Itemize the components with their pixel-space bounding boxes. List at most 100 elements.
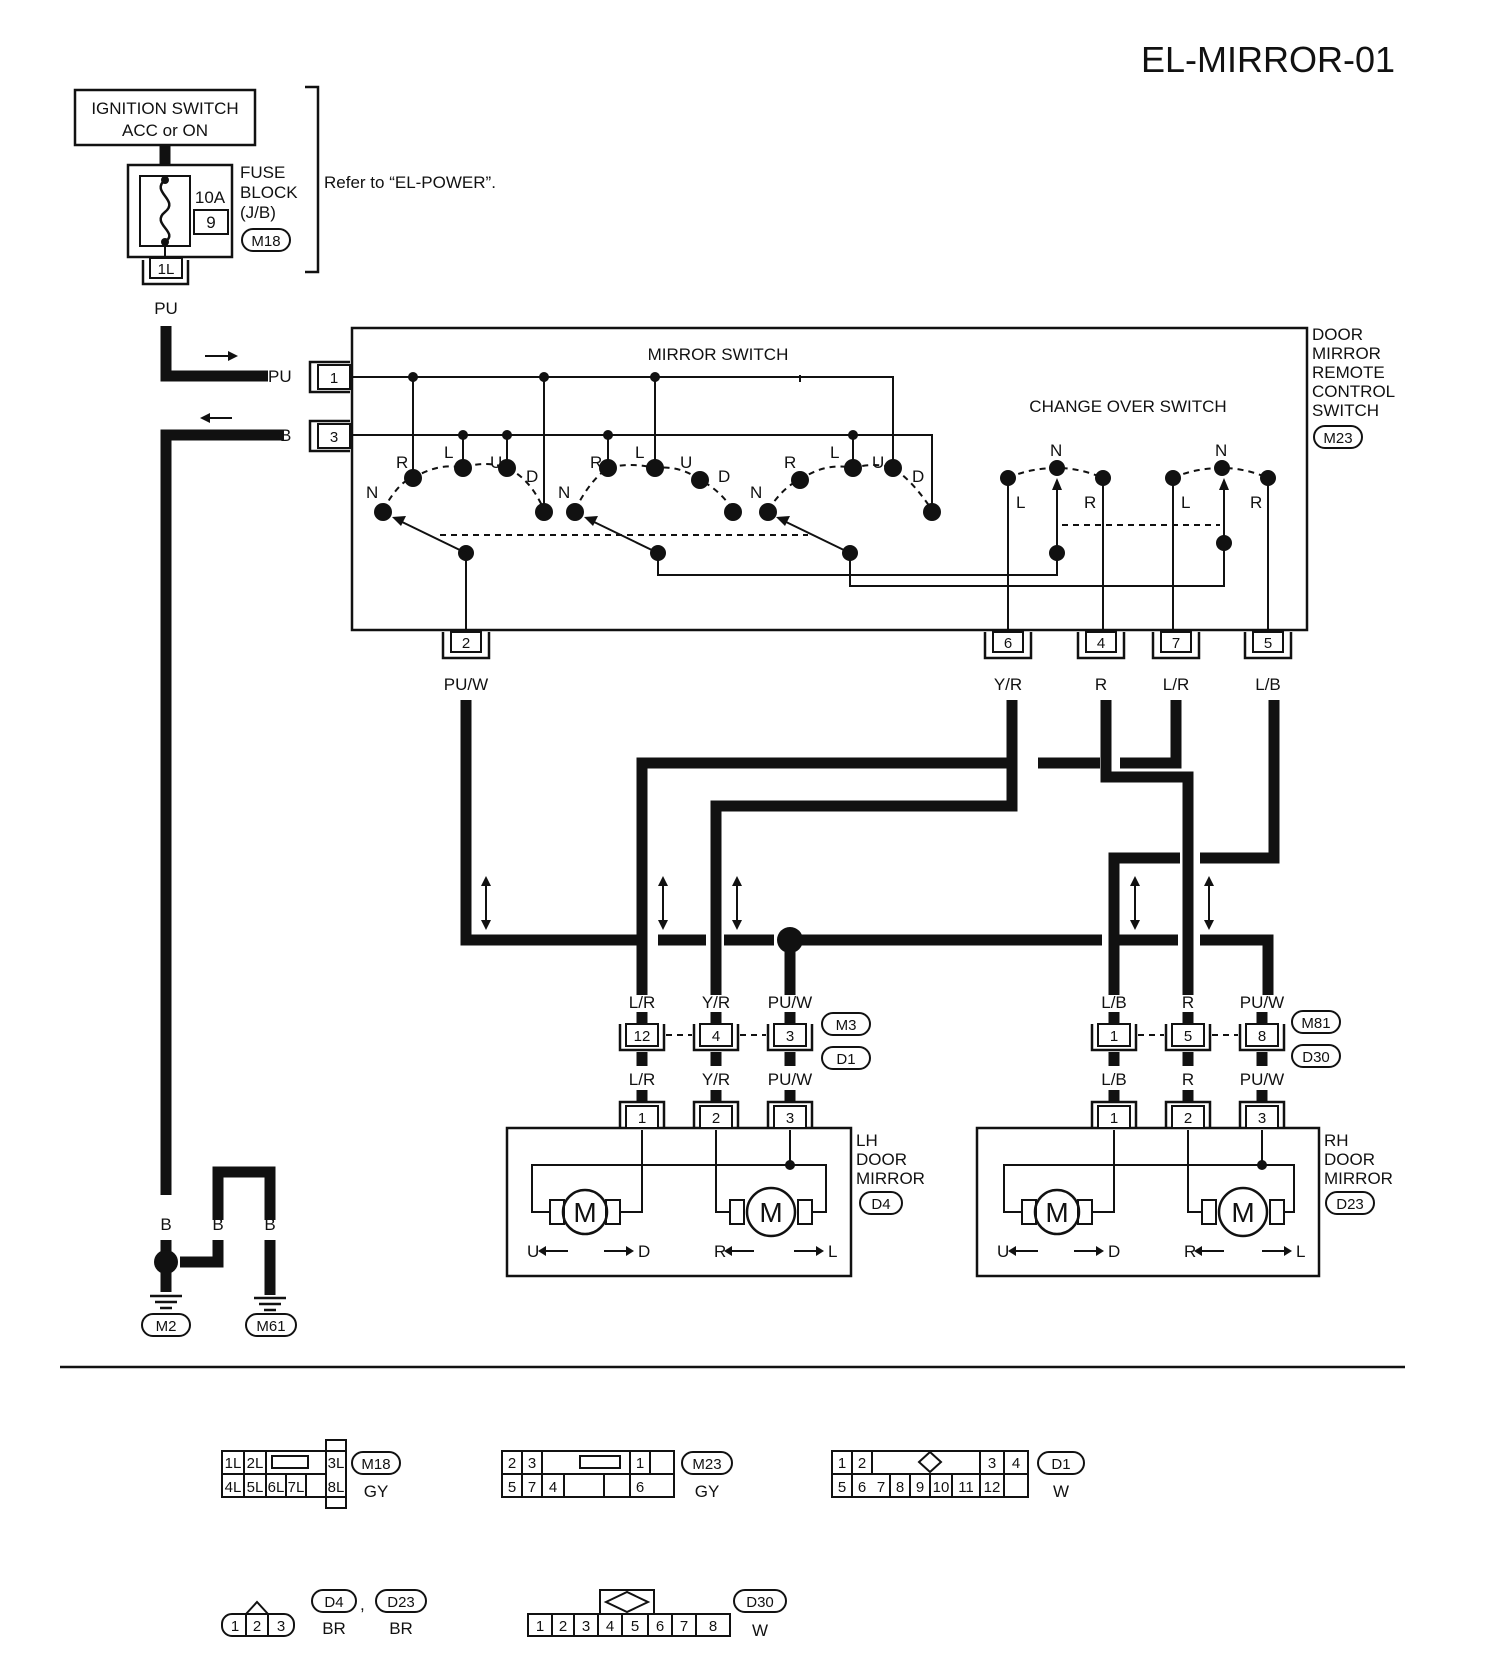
- svg-text:U: U: [680, 453, 692, 472]
- pu-feed-wire: [160, 326, 268, 382]
- svg-text:5L: 5L: [247, 1479, 264, 1496]
- svg-text:4: 4: [606, 1618, 614, 1635]
- svg-text:BR: BR: [322, 1619, 346, 1638]
- svg-text:6L: 6L: [268, 1479, 285, 1496]
- mirror-switch-label: MIRROR SWITCH: [648, 345, 789, 364]
- ground-m61-label: M61: [256, 1318, 285, 1335]
- svg-text:5: 5: [1264, 635, 1272, 652]
- svg-text:L/B: L/B: [1101, 1070, 1127, 1089]
- svg-text:1: 1: [231, 1618, 239, 1635]
- lh-connector-id: D4: [871, 1196, 890, 1213]
- svg-text:M3: M3: [836, 1017, 857, 1034]
- svg-text:5: 5: [508, 1479, 516, 1496]
- svg-text:D: D: [1108, 1242, 1120, 1261]
- ground-symbol-m2: [150, 1294, 182, 1310]
- svg-text:2: 2: [559, 1618, 567, 1635]
- connector-view-d1: 1 2 3 4 5 6 7 8 9 10 11 12 D1 W: [831, 1450, 1085, 1501]
- svg-text:BR: BR: [389, 1619, 413, 1638]
- svg-text:12: 12: [984, 1479, 1001, 1496]
- fuse-number: 9: [206, 213, 215, 232]
- svg-text:3: 3: [786, 1110, 794, 1127]
- pin3-wire-label: B: [280, 426, 291, 445]
- svg-text:3: 3: [786, 1028, 794, 1045]
- svg-text:U: U: [527, 1242, 539, 1261]
- change-over-switch-label: CHANGE OVER SWITCH: [1029, 397, 1226, 416]
- svg-text:R: R: [396, 453, 408, 472]
- ground-symbol-m61: [254, 1296, 286, 1312]
- svg-text:2: 2: [508, 1455, 516, 1472]
- rh-door-mirror: 1 2 3 M M U D R L: [975, 1100, 1321, 1278]
- svg-text:L: L: [635, 443, 644, 462]
- svg-text:B: B: [264, 1215, 275, 1234]
- bus-pin3: [352, 434, 933, 510]
- svg-text:R: R: [784, 453, 796, 472]
- svg-text:4: 4: [1097, 635, 1105, 652]
- svg-text:PU/W: PU/W: [768, 993, 812, 1012]
- svg-text:6: 6: [1004, 635, 1012, 652]
- svg-text:2: 2: [253, 1618, 261, 1635]
- svg-text:N: N: [366, 483, 378, 502]
- svg-text:M: M: [573, 1197, 596, 1228]
- svg-text:1L: 1L: [225, 1455, 242, 1472]
- svg-text:M: M: [1231, 1197, 1254, 1228]
- ignition-switch: IGNITION SWITCH ACC or ON: [73, 88, 257, 147]
- svg-text:4: 4: [549, 1479, 557, 1496]
- svg-text:Y/R: Y/R: [702, 993, 730, 1012]
- svg-text:7: 7: [877, 1479, 885, 1496]
- svg-text:R: R: [1182, 1070, 1194, 1089]
- svg-text:N: N: [1050, 441, 1062, 460]
- svg-text:PU/W: PU/W: [768, 1070, 812, 1089]
- connector-view-m23: 2 3 1 5 7 4 6 M23 GY: [501, 1450, 733, 1501]
- svg-text:L/R: L/R: [629, 993, 655, 1012]
- svg-text:1: 1: [638, 1110, 646, 1127]
- fuse-pin-label: 1L: [158, 261, 175, 278]
- svg-text:D1: D1: [1051, 1456, 1070, 1473]
- svg-text:8L: 8L: [328, 1479, 345, 1496]
- connector-view-d4-d23: 1 2 3 D4 , D23 BR BR: [221, 1589, 427, 1638]
- svg-text:6: 6: [636, 1479, 644, 1496]
- svg-text:1: 1: [1110, 1110, 1118, 1127]
- svg-text:7: 7: [1172, 635, 1180, 652]
- svg-text:D30: D30: [746, 1594, 774, 1611]
- bidirectional-arrows: [481, 876, 1214, 930]
- svg-text:4L: 4L: [225, 1479, 242, 1496]
- svg-text:R: R: [1182, 993, 1194, 1012]
- harness-wires: [460, 700, 1280, 995]
- refer-note: Refer to “EL-POWER”.: [324, 173, 496, 192]
- svg-text:3: 3: [528, 1455, 536, 1472]
- svg-text:D: D: [718, 467, 730, 486]
- svg-text:L: L: [830, 443, 839, 462]
- svg-text:D1: D1: [836, 1051, 855, 1068]
- svg-text:M18: M18: [361, 1456, 390, 1473]
- fuse-icon: [159, 179, 171, 244]
- switch-pin-6: 6: [983, 631, 1033, 660]
- svg-text:1: 1: [636, 1455, 644, 1472]
- wire-pu-label: PU: [154, 299, 178, 318]
- svg-text:M: M: [1045, 1197, 1068, 1228]
- svg-text:5: 5: [631, 1618, 639, 1635]
- lh-label-2: DOOR: [856, 1150, 907, 1169]
- svg-text:,: ,: [360, 1595, 365, 1614]
- svg-text:U: U: [997, 1242, 1009, 1261]
- svg-text:L: L: [1296, 1242, 1305, 1261]
- svg-text:L: L: [1181, 493, 1190, 512]
- pin7-wire-label: L/R: [1163, 675, 1189, 694]
- svg-text:7: 7: [528, 1479, 536, 1496]
- rh-label-2: DOOR: [1324, 1150, 1375, 1169]
- fuse-block: 10A 9: [126, 163, 234, 259]
- svg-text:GY: GY: [364, 1482, 389, 1501]
- svg-text:R: R: [1250, 493, 1262, 512]
- remote-switch-connector-id: M23: [1323, 430, 1352, 447]
- pin1-wire-label: PU: [268, 367, 292, 386]
- svg-text:11: 11: [958, 1479, 974, 1496]
- svg-text:GY: GY: [695, 1482, 720, 1501]
- fuse-label-2: BLOCK: [240, 183, 298, 202]
- fuse-connector-id: M18: [251, 233, 280, 250]
- svg-text:1: 1: [1110, 1028, 1118, 1045]
- pin6-wire-label: Y/R: [994, 675, 1022, 694]
- remote-switch-label-5: SWITCH: [1312, 401, 1379, 420]
- svg-text:R: R: [714, 1242, 726, 1261]
- svg-text:L: L: [1016, 493, 1025, 512]
